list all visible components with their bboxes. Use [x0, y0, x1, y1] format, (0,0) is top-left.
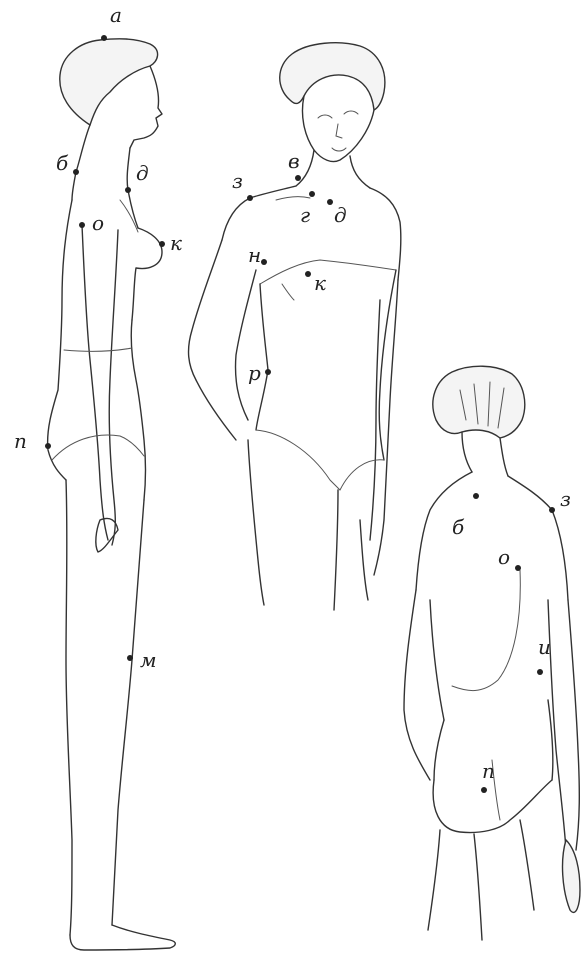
label-r-front: р: [248, 361, 261, 385]
label-d-side: д: [136, 161, 149, 185]
point-b-side: [73, 169, 79, 175]
point-a-side: [101, 35, 107, 41]
front-leg-mid: [334, 490, 338, 610]
point-o-back: [515, 565, 521, 571]
point-z-front: [247, 195, 253, 201]
side-back: [48, 200, 72, 480]
front-neck-right: [350, 156, 370, 188]
front-nose: [336, 124, 342, 138]
point-p-back: [481, 787, 487, 793]
front-arm-left-inner: [236, 270, 257, 420]
front-arm-right-inner: [370, 300, 380, 540]
front-view-figure: [189, 43, 401, 610]
side-hair: [60, 39, 158, 125]
back-hand: [563, 840, 580, 912]
front-torso-right: [379, 270, 396, 460]
back-leg-left: [428, 830, 440, 930]
point-z-back: [549, 507, 555, 513]
point-o-side: [79, 222, 85, 228]
label-z-back: з: [560, 487, 571, 511]
point-n-front: [261, 259, 267, 265]
label-i-back: и: [538, 635, 551, 659]
front-torso-left: [256, 284, 268, 430]
side-strap: [120, 200, 138, 232]
back-buttocks: [433, 780, 552, 833]
point-m-side: [127, 655, 133, 661]
point-b-back: [473, 493, 479, 499]
back-torso-right: [548, 700, 553, 780]
side-neck-back: [72, 125, 90, 200]
label-z-front: з: [232, 169, 243, 193]
back-arm-left: [404, 590, 430, 780]
front-leg-right: [360, 520, 368, 600]
back-view-figure: [404, 366, 580, 940]
label-p-side: п: [14, 429, 27, 453]
back-leg-right: [520, 820, 534, 910]
label-p-back: п: [482, 759, 495, 783]
back-head: [462, 432, 508, 476]
front-shoulder-left: [222, 186, 296, 240]
point-i-back: [537, 669, 543, 675]
label-b-side: б: [56, 151, 69, 175]
side-view-figure: [48, 39, 176, 950]
label-v-front: в: [288, 149, 300, 173]
side-front-torso: [131, 320, 145, 500]
side-swimsuit-top: [64, 348, 132, 351]
back-torso-left: [434, 720, 444, 780]
front-arm-left-outer: [189, 240, 236, 440]
label-k-side: к: [170, 231, 182, 255]
back-leg-mid: [474, 834, 482, 940]
label-a-side: а: [110, 3, 122, 27]
front-eye-left: [318, 115, 332, 118]
side-arm-inner: [109, 230, 118, 545]
label-d-front: д: [334, 203, 347, 227]
front-collarbone: [276, 197, 310, 200]
point-v-front: [295, 175, 301, 181]
front-hair: [280, 43, 385, 110]
side-foot: [70, 925, 175, 950]
front-bust-mark: [282, 284, 294, 300]
side-face-outline: [130, 66, 162, 148]
side-arm: [82, 225, 108, 540]
label-o-side: о: [92, 211, 104, 235]
point-k-side: [159, 241, 165, 247]
front-leg-left: [248, 440, 264, 605]
point-p-side: [45, 443, 51, 449]
front-points: з в г д н к р: [232, 149, 347, 385]
front-eye-right: [344, 111, 358, 114]
point-g-front: [309, 191, 315, 197]
side-leg-back: [66, 480, 72, 935]
side-bust: [132, 228, 162, 320]
label-g-front: г: [300, 203, 310, 227]
back-hair: [433, 366, 525, 438]
back-arm-right: [568, 600, 579, 850]
label-k-front: к: [314, 271, 326, 295]
back-swimsuit-back: [452, 570, 520, 691]
front-swimsuit-top: [260, 260, 396, 284]
label-m-side: м: [140, 648, 157, 672]
front-swimsuit-leg-right: [340, 460, 384, 490]
front-shoulder-right: [370, 188, 401, 280]
point-d-side: [125, 187, 131, 193]
front-swimsuit-leg-left: [256, 430, 340, 490]
point-d-front: [327, 199, 333, 205]
side-leg-front: [112, 500, 144, 925]
front-mouth: [332, 148, 346, 151]
back-arm-left-inner: [430, 600, 444, 720]
back-shoulder-right: [508, 476, 568, 600]
point-k-front: [305, 271, 311, 277]
point-r-front: [265, 369, 271, 375]
label-n-front: н: [248, 243, 261, 267]
label-o-back: о: [498, 545, 510, 569]
label-b-back: б: [452, 515, 465, 539]
